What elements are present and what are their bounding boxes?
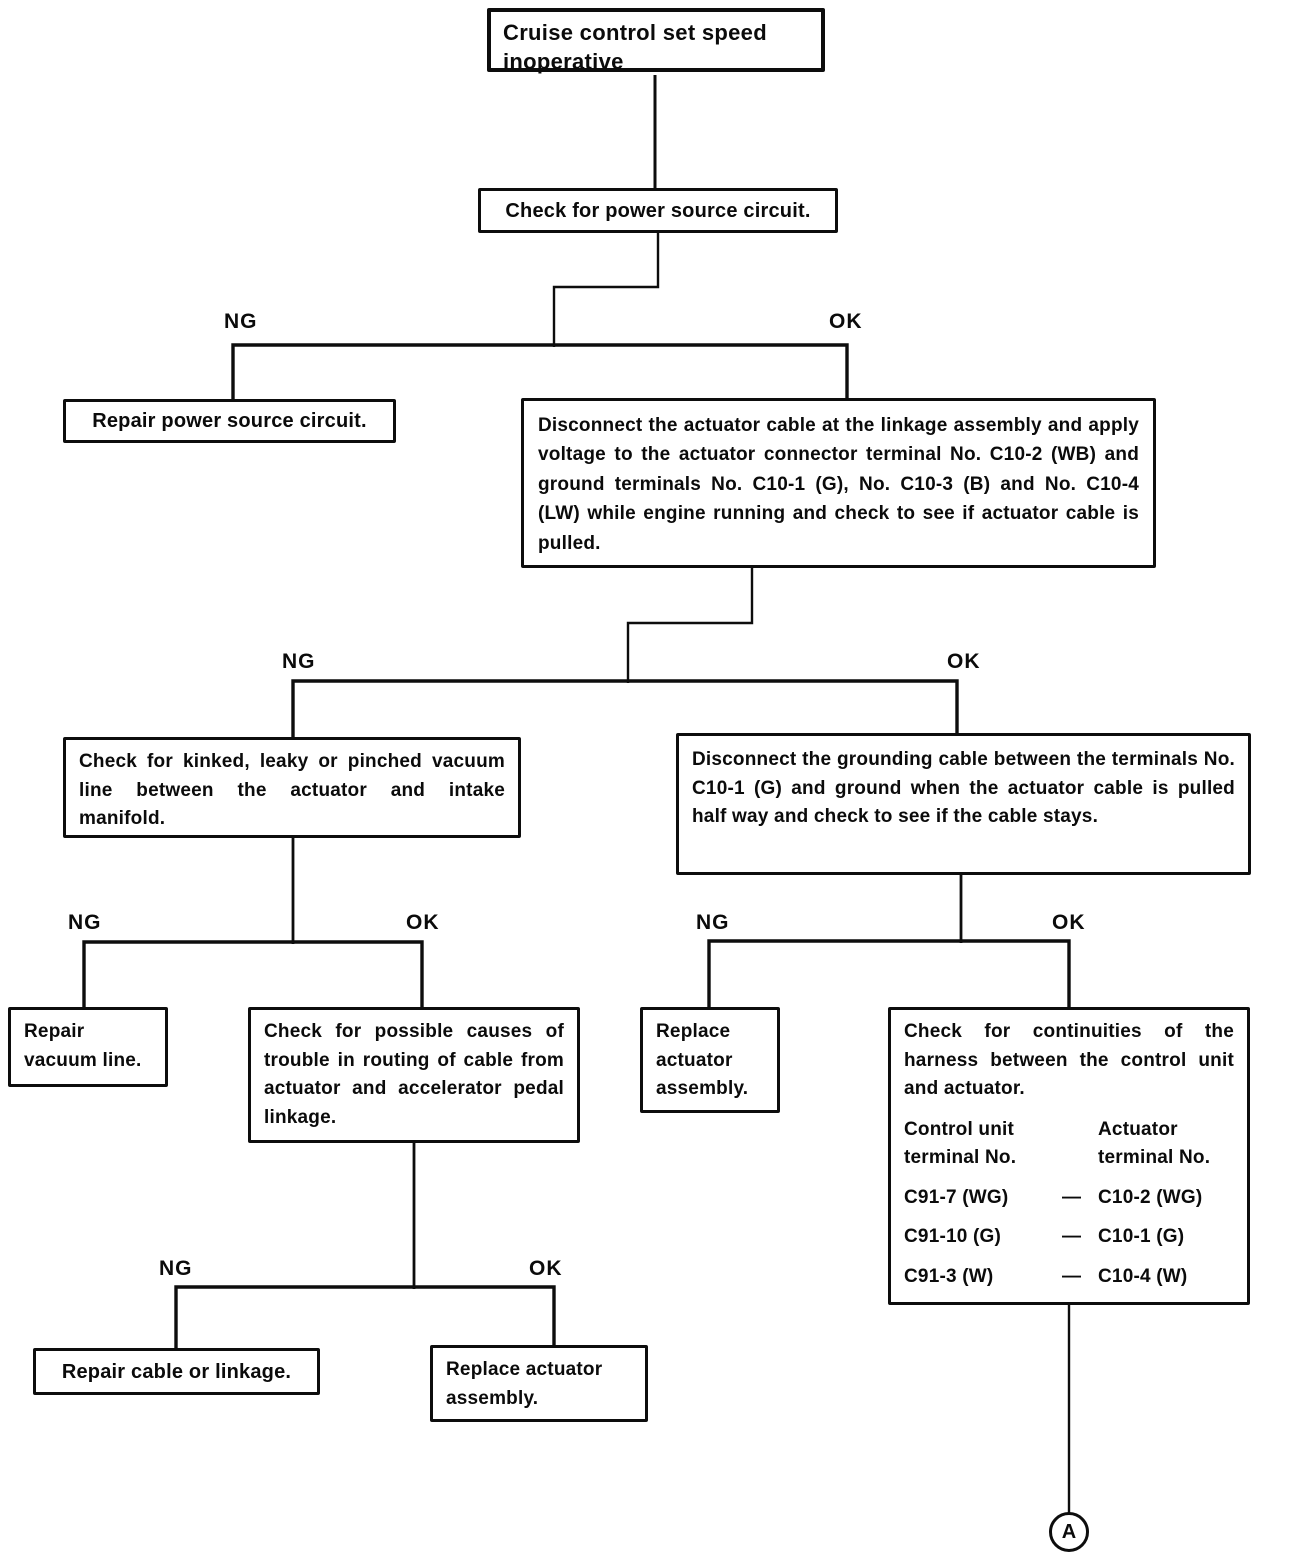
node-replace-actuator-assembly-2: Replace actuator assembly. [430, 1345, 648, 1422]
node-repair-power-source: Repair power source circuit. [63, 399, 396, 443]
continuity-dash: — [1062, 1226, 1082, 1247]
continuity-dash: — [1062, 1265, 1082, 1287]
node-repair-vacuum-line: Repair vacuum line. [8, 1007, 168, 1087]
continuity-dash: — [1062, 1186, 1082, 1208]
branch-label-ng-2: NG [280, 650, 318, 674]
node-apply-voltage-actuator: Disconnect the actuator cable at the lin… [521, 398, 1156, 568]
connector [707, 939, 1071, 1008]
node-check-cable-routing: Check for possible causes of trouble in … [248, 1007, 580, 1143]
branch-label-ng-5: NG [157, 1257, 195, 1281]
continuity-col2-header: Actuator terminal No. [1098, 1118, 1211, 1169]
node-check-power-source: Check for power source circuit. [478, 188, 838, 233]
node-repair-cable-or-linkage: Repair cable or linkage. [33, 1348, 320, 1395]
branch-label-ok-5: OK [527, 1257, 565, 1281]
branch-label-ok-1: OK [827, 310, 865, 334]
connector [291, 679, 959, 738]
node-disconnect-grounding-cable: Disconnect the grounding cable between t… [676, 733, 1251, 875]
connector [174, 1285, 556, 1349]
continuity-col1-header: Control unit terminal No. [904, 1118, 1017, 1169]
continuity-left-terminal: C91-3 (W) [904, 1265, 994, 1287]
node-check-vacuum-line: Check for kinked, leaky or pinched vacuu… [63, 737, 521, 838]
off-page-connector-a: A [1049, 1512, 1089, 1552]
connector [626, 567, 754, 683]
branch-label-ok-2: OK [945, 650, 983, 674]
node-replace-actuator-assembly: Replace actuator assembly. [640, 1007, 780, 1113]
continuity-right-terminal: C10-1 (G) [1098, 1226, 1185, 1247]
branch-label-ok-3: OK [404, 911, 442, 935]
continuity-right-terminal: C10-2 (WG) [1098, 1186, 1203, 1208]
branch-label-ng-3: NG [66, 911, 104, 935]
connector [231, 343, 849, 400]
continuity-right-terminal: C10-4 (W) [1098, 1265, 1188, 1287]
branch-label-ng-1: NG [222, 310, 260, 334]
node-check-harness-continuity: Check for continuities of the harness be… [888, 1007, 1250, 1305]
continuity-row: C91-7 (WG) — C10-2 (WG) [904, 1184, 1234, 1213]
continuity-left-terminal: C91-7 (WG) [904, 1186, 1009, 1208]
node-start: Cruise control set speed inoperative [487, 8, 825, 74]
continuity-heading: Check for continuities of the harness be… [904, 1021, 1234, 1099]
connector [82, 940, 424, 1008]
continuity-row: C91-3 (W) — C10-4 (W) [904, 1263, 1234, 1292]
branch-label-ok-4: OK [1050, 911, 1088, 935]
connector [552, 233, 660, 347]
continuity-table-header: Control unit terminal No. Actuator termi… [904, 1116, 1234, 1173]
continuity-row: C91-10 (G) — C10-1 (G) [904, 1223, 1234, 1252]
branch-label-ng-4: NG [694, 911, 732, 935]
continuity-left-terminal: C91-10 (G) [904, 1226, 1002, 1247]
continuity-header-spacer [1062, 1116, 1098, 1173]
